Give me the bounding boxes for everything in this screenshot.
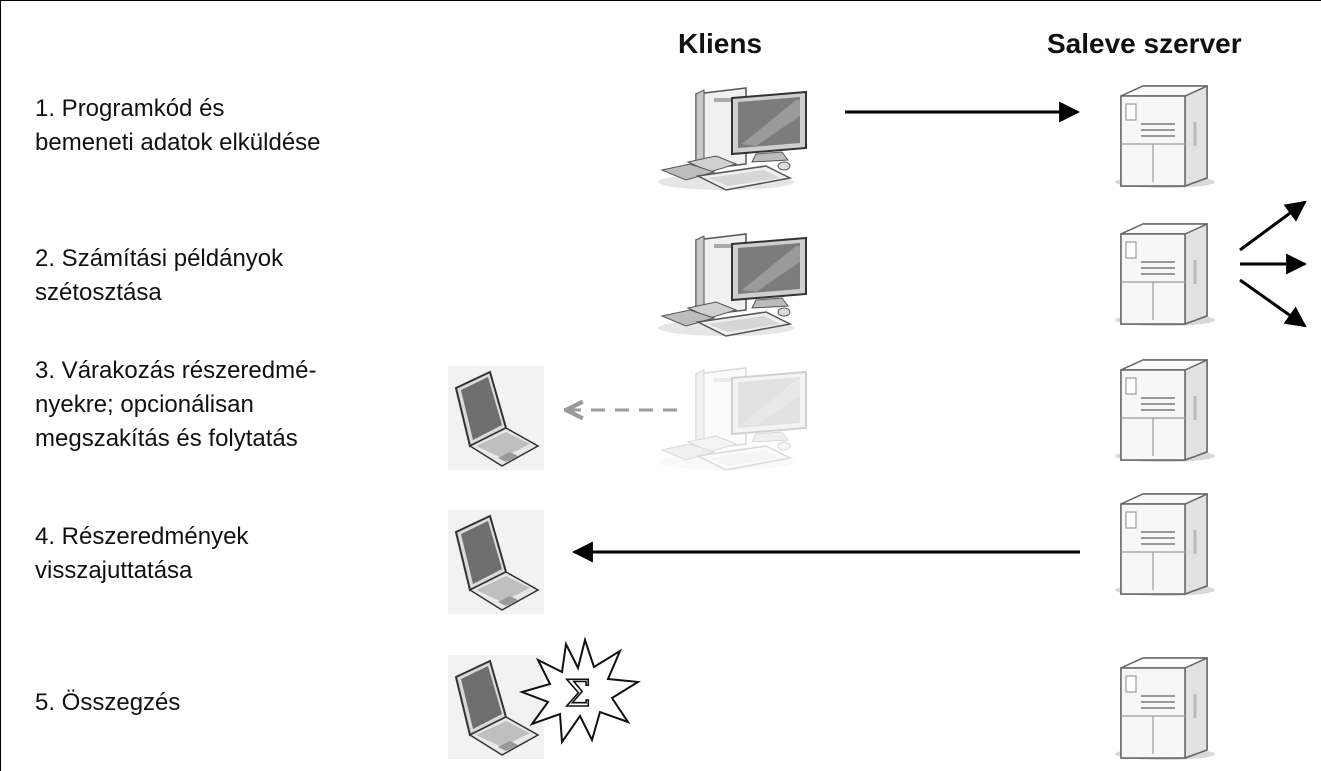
step-1-line-1: 1. Programkód és bbox=[35, 95, 225, 122]
sum-explosion-icon: Σ bbox=[518, 636, 642, 745]
step-2-line-2: szétosztása bbox=[35, 279, 162, 306]
step-3-line-3: megszakítás és folytatás bbox=[35, 425, 298, 452]
step-4-line-1: 4. Részeredmények bbox=[35, 523, 249, 550]
laptop-icon bbox=[447, 509, 545, 615]
step-1-label: 1. Programkód és bemeneti adatok elküldé… bbox=[35, 92, 321, 160]
step-3-label: 3. Várakozás részeredmé- nyekre; opcioná… bbox=[35, 354, 316, 456]
desktop-computer-icon bbox=[657, 87, 807, 191]
server-tower-icon bbox=[1113, 84, 1217, 190]
server-column-header: Saleve szerver bbox=[1047, 28, 1242, 59]
server-tower-icon bbox=[1113, 358, 1217, 464]
desktop-computer-icon bbox=[657, 233, 807, 337]
laptop-icon bbox=[447, 365, 545, 471]
step-4-line-2: visszajuttatása bbox=[35, 557, 193, 584]
distribute-arrow-down bbox=[1239, 278, 1307, 328]
distribute-arrow-up bbox=[1239, 200, 1307, 252]
step-3-line-1: 3. Várakozás részeredmé- bbox=[35, 357, 317, 384]
sum-symbol: Σ bbox=[565, 674, 590, 715]
step-2-label: 2. Számítási példányok szétosztása bbox=[35, 242, 283, 310]
laptop-icon bbox=[447, 654, 545, 760]
step-5-line-1: 5. Összegzés bbox=[35, 689, 181, 716]
server-tower-icon bbox=[1113, 222, 1217, 328]
step-1-line-2: bemeneti adatok elküldése bbox=[35, 129, 321, 156]
step-4-label: 4. Részeredmények visszajuttatása bbox=[35, 520, 248, 588]
step-2-line-1: 2. Számítási példányok bbox=[35, 245, 284, 272]
faded-desktop-computer-icon bbox=[657, 367, 807, 471]
client-column-header: Kliens bbox=[678, 28, 763, 59]
server-tower-icon bbox=[1113, 656, 1217, 762]
server-tower-icon bbox=[1113, 492, 1217, 598]
step-3-line-2: nyekre; opcionálisan bbox=[35, 391, 254, 418]
step-5-label: 5. Összegzés bbox=[35, 686, 180, 720]
